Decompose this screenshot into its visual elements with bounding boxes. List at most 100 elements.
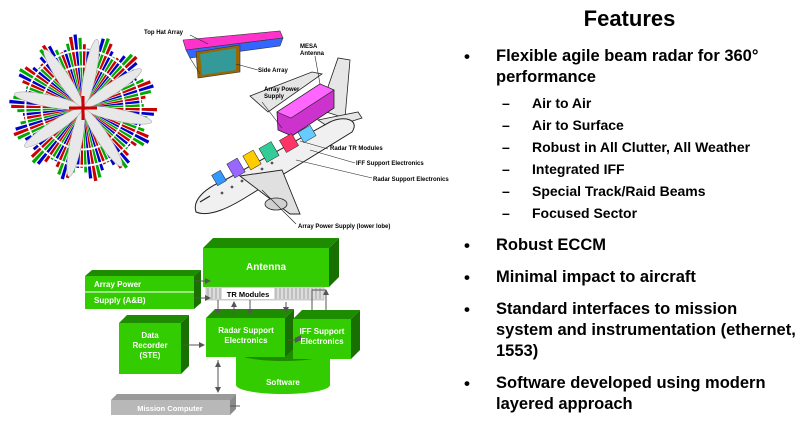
beam-lobe [83,56,115,108]
leader-lines [189,34,373,225]
beam-lobe [19,68,83,108]
feature-sub-item: Air to Air [496,92,797,114]
beam-lobe [83,108,98,182]
label-line: Supply (A&B) [94,296,146,305]
label-radar-support-electronics: Radar Support Electronics [373,177,449,183]
feature-sub-item: Special Track/Raid Beams [496,180,797,202]
label-array-power-supply-lower: Array Power Supply (lower lobe) [298,224,390,230]
beam-lobe [24,108,83,120]
label-line: Radar TR Modules [330,146,383,152]
beam-lobe [22,108,83,116]
feature-sub-item: Focused Sector [496,202,797,224]
beam-lobe [73,34,83,108]
label-line: Electronics [300,337,344,346]
feature-bullet: Robust ECCM [452,235,797,256]
label-line: Radar Support [218,326,274,335]
feature-bullet: Standard interfaces to mission system an… [452,299,797,362]
label-line: Electronics [224,336,268,345]
feature-sub-item: Integrated IFF [496,158,797,180]
label-line: IFF Support Electronics [356,161,424,167]
antenna-block: Antenna [203,238,339,287]
feature-sub-item: Air to Surface [496,114,797,136]
feature-text: Software developed using modern layered … [496,374,766,413]
label-line: Radar Support Electronics [373,177,449,183]
label-line: (STE) [140,351,161,360]
mission-computer-label: Mission Computer [137,404,203,413]
feature-text: Robust ECCM [496,236,606,254]
label-line: Array Power [94,280,141,289]
feature-bullet: Flexible agile beam radar for 360° perfo… [452,46,797,224]
beam-lobe [83,89,152,108]
beam-lobe [83,108,145,147]
label-line: Side Array [258,68,288,74]
feature-bullet: Minimal impact to aircraft [452,267,797,288]
beam-lobe [44,108,83,163]
beam-lobe [36,108,83,165]
software-label: Software [266,378,300,387]
label-line: Mission Computer [137,404,203,413]
aircraft-marker [69,96,97,120]
label-line: Antenna [300,51,325,57]
label-radar-tr-modules: Radar TR Modules [330,146,383,152]
label-line: Recorder [132,341,167,350]
label-line: Supply [264,94,285,100]
block-diagram: Antenna TR Modules Array Power Supply (A… [85,238,360,415]
antenna-label: Antenna [246,262,286,273]
top-hat-array [182,30,284,79]
radar-coverage-pattern [9,34,157,182]
label-iff-support-electronics: IFF Support Electronics [356,161,424,167]
array-power-label: Array Power [94,280,141,289]
beam-lobe [83,95,146,108]
beam-lobe [50,108,83,161]
range-ring [40,65,126,151]
beam-lobe [83,108,150,144]
label-line: Array Power [264,87,300,93]
tr-modules-label: TR Modules [227,290,270,299]
label-line: TR Modules [227,290,270,299]
beam-lobe [20,108,83,125]
mission-computer-block: Mission Computer [111,394,236,415]
range-ring [24,49,142,167]
beam-lobe [24,66,83,108]
beam-lobe [83,108,93,179]
beam-lobe [83,108,102,178]
supply-ab-label: Supply (A&B) [94,296,146,305]
label-side-array: Side Array [258,68,288,74]
label-line: Antenna [246,262,286,273]
label-line: MESA [300,44,318,50]
feature-sub-list: Air to Air Air to Surface Robust in All … [496,92,797,224]
label-line: Top Hat Array [144,30,184,36]
features-title: Features [583,6,676,31]
features-panel: Features Flexible agile beam radar for 3… [452,6,797,426]
array-power-block: Array Power Supply (A&B) [85,270,201,309]
label-line: Software [266,378,300,387]
beam-lobe [83,108,137,147]
label-line: Array Power Supply (lower lobe) [298,224,390,230]
features-list: Flexible agile beam radar for 360° perfo… [452,46,797,415]
feature-bullet: Software developed using modern layered … [452,373,797,415]
feature-text: Flexible agile beam radar for 360° perfo… [496,47,759,86]
feature-sub-item: Robust in All Clutter, All Weather [496,136,797,158]
beam-lobe [68,36,83,109]
beam-lobe [83,57,119,108]
feature-text: Minimal impact to aircraft [496,268,696,286]
beam-lobe [65,43,83,108]
tr-modules-block: TR Modules [205,286,325,301]
label-top-hat-array: Top Hat Array [144,30,184,36]
connectors [183,278,329,407]
beam-lobe [83,100,143,108]
aircraft-cutaway [194,57,363,215]
label-line: IFF Support [300,327,345,336]
label-line: Data [141,331,159,340]
feature-text: Standard interfaces to mission system an… [496,300,796,360]
